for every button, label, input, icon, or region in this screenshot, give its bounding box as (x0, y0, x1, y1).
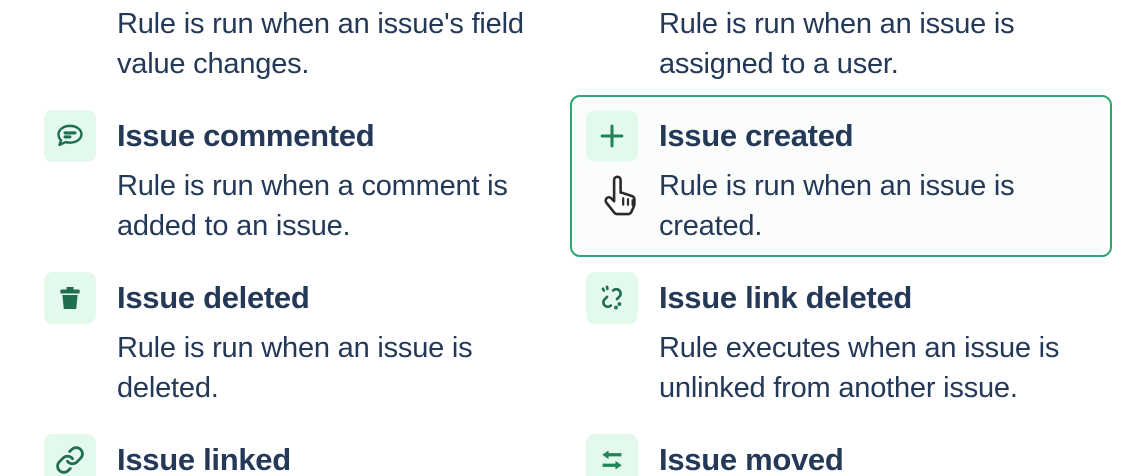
trigger-description: Rule is run when an issue is assigned to… (659, 8, 1015, 80)
trigger-card-issue-commented[interactable]: Issue commented Rule is run when a comme… (28, 95, 570, 257)
trigger-title: Issue moved (659, 442, 844, 476)
trigger-card[interactable]: Rule is run when an issue's field value … (28, 0, 570, 95)
trigger-description: Rule is run when an issue is deleted. (117, 332, 473, 404)
comment-icon (44, 110, 96, 162)
trigger-title: Issue commented (117, 118, 375, 153)
trigger-title: Issue created (659, 118, 854, 153)
trigger-title: Issue linked (117, 442, 291, 476)
link-icon (44, 434, 96, 476)
trigger-card-issue-moved[interactable]: Issue moved (570, 419, 1112, 476)
trash-icon (44, 272, 96, 324)
trigger-head: Issue moved (586, 434, 1096, 476)
trigger-card[interactable]: Rule is run when an issue is assigned to… (570, 0, 1112, 95)
broken-link-icon (586, 272, 638, 324)
trigger-title: Issue link deleted (659, 280, 913, 315)
trigger-description: Rule is run when an issue is created. (659, 170, 1015, 242)
plus-icon (586, 110, 638, 162)
trigger-card-issue-deleted[interactable]: Issue deleted Rule is run when an issue … (28, 257, 570, 419)
trigger-card-issue-linked[interactable]: Issue linked (28, 419, 570, 476)
trigger-card-issue-link-deleted[interactable]: Issue link deleted Rule executes when an… (570, 257, 1112, 419)
trigger-head: Issue created (586, 110, 1096, 162)
trigger-description: Rule executes when an issue is unlinked … (659, 332, 1060, 404)
trigger-description: Rule is run when a comment is added to a… (117, 170, 508, 242)
trigger-card-issue-created[interactable]: Issue created Rule is run when an issue … (570, 95, 1112, 257)
trigger-head: Issue deleted (44, 272, 554, 324)
trigger-head: Issue commented (44, 110, 554, 162)
move-arrows-icon (586, 434, 638, 476)
trigger-head: Issue linked (44, 434, 554, 476)
trigger-title: Issue deleted (117, 280, 310, 315)
trigger-head: Issue link deleted (586, 272, 1096, 324)
trigger-description: Rule is run when an issue's field value … (117, 8, 524, 80)
